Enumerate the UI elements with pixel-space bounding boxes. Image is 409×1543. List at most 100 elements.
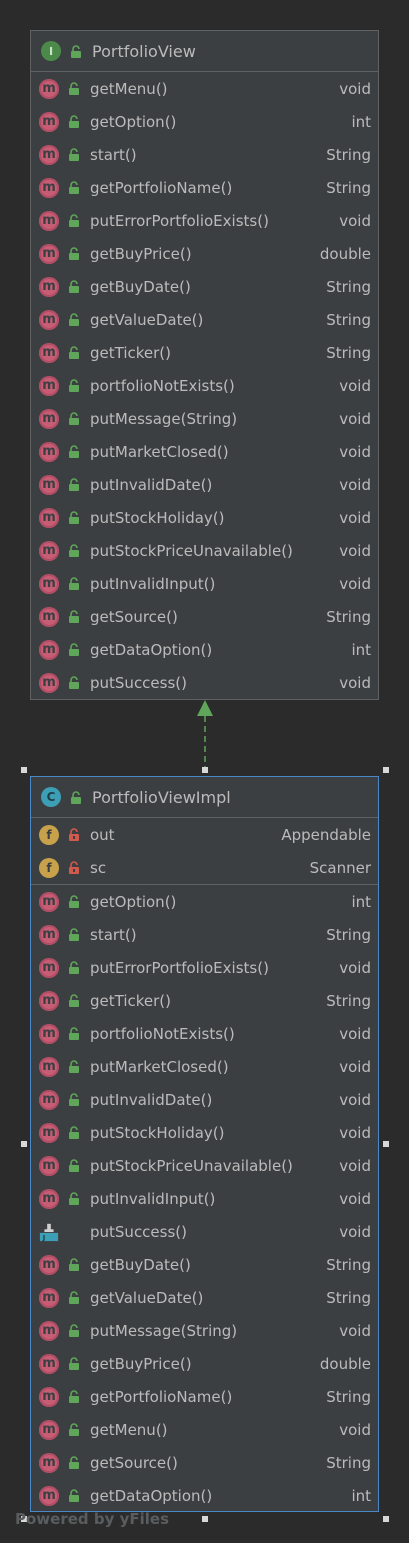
return-type: double bbox=[319, 244, 371, 263]
method-name: putErrorPortfolioExists() bbox=[90, 958, 269, 977]
method-name: putInvalidDate() bbox=[90, 475, 213, 494]
return-type: void bbox=[339, 409, 371, 428]
method-name: putMessage(String) bbox=[90, 1321, 238, 1340]
return-type: int bbox=[351, 640, 371, 659]
method-icon: m bbox=[39, 441, 59, 462]
selection-handle[interactable] bbox=[383, 1141, 389, 1147]
method-icon: m bbox=[39, 243, 59, 264]
return-type: int bbox=[351, 1486, 371, 1505]
selection-handle[interactable] bbox=[21, 1141, 27, 1147]
return-type: String bbox=[326, 607, 371, 626]
return-type: int bbox=[351, 892, 371, 911]
public-lock-icon bbox=[67, 181, 81, 195]
visibility-spacer bbox=[67, 1225, 81, 1239]
return-type: String bbox=[326, 178, 371, 197]
method-name: putInvalidDate() bbox=[90, 1090, 213, 1109]
method-icon: m bbox=[39, 342, 59, 363]
method-icon: m bbox=[39, 1023, 59, 1044]
method-name: putSuccess() bbox=[90, 1222, 187, 1241]
return-type: void bbox=[339, 541, 371, 560]
return-type: void bbox=[339, 376, 371, 395]
method-row[interactable]: m getSource() String bbox=[31, 600, 378, 633]
public-lock-icon bbox=[67, 247, 81, 261]
public-lock-icon bbox=[67, 544, 81, 558]
public-lock-icon bbox=[67, 895, 81, 909]
interface-header: I PortfolioView bbox=[31, 31, 378, 72]
method-icon: m bbox=[39, 276, 59, 297]
selection-handle[interactable] bbox=[202, 1516, 208, 1522]
return-type: String bbox=[326, 145, 371, 164]
method-icon: m bbox=[39, 924, 59, 945]
method-icon: m bbox=[39, 375, 59, 396]
return-type: void bbox=[339, 1123, 371, 1142]
method-name: getDataOption() bbox=[90, 640, 213, 659]
selection-handle[interactable] bbox=[383, 767, 389, 773]
selection-handle[interactable] bbox=[202, 767, 208, 773]
return-type: String bbox=[326, 925, 371, 944]
field-icon: f bbox=[39, 857, 59, 878]
selection-handle[interactable] bbox=[383, 1516, 389, 1522]
method-name: getOption() bbox=[90, 112, 177, 131]
method-name: getBuyDate() bbox=[90, 1255, 191, 1274]
method-name: getSource() bbox=[90, 607, 178, 626]
method-icon: m bbox=[39, 1452, 59, 1473]
return-type: void bbox=[339, 1090, 371, 1109]
public-lock-icon bbox=[67, 313, 81, 327]
method-icon: m bbox=[39, 606, 59, 627]
method-name: start() bbox=[90, 145, 137, 164]
public-lock-icon bbox=[67, 1357, 81, 1371]
return-type: void bbox=[339, 211, 371, 230]
public-lock-icon bbox=[67, 445, 81, 459]
field-type: Appendable bbox=[281, 825, 371, 844]
selection-handle[interactable] bbox=[21, 1516, 27, 1522]
method-name: putMarketClosed() bbox=[90, 1057, 229, 1076]
public-lock-icon bbox=[67, 1489, 81, 1503]
method-name: getBuyPrice() bbox=[90, 1354, 192, 1373]
selection-handle[interactable] bbox=[21, 767, 27, 773]
public-lock-icon bbox=[69, 44, 83, 58]
method-name: putMarketClosed() bbox=[90, 442, 229, 461]
field-name: out bbox=[90, 825, 115, 844]
